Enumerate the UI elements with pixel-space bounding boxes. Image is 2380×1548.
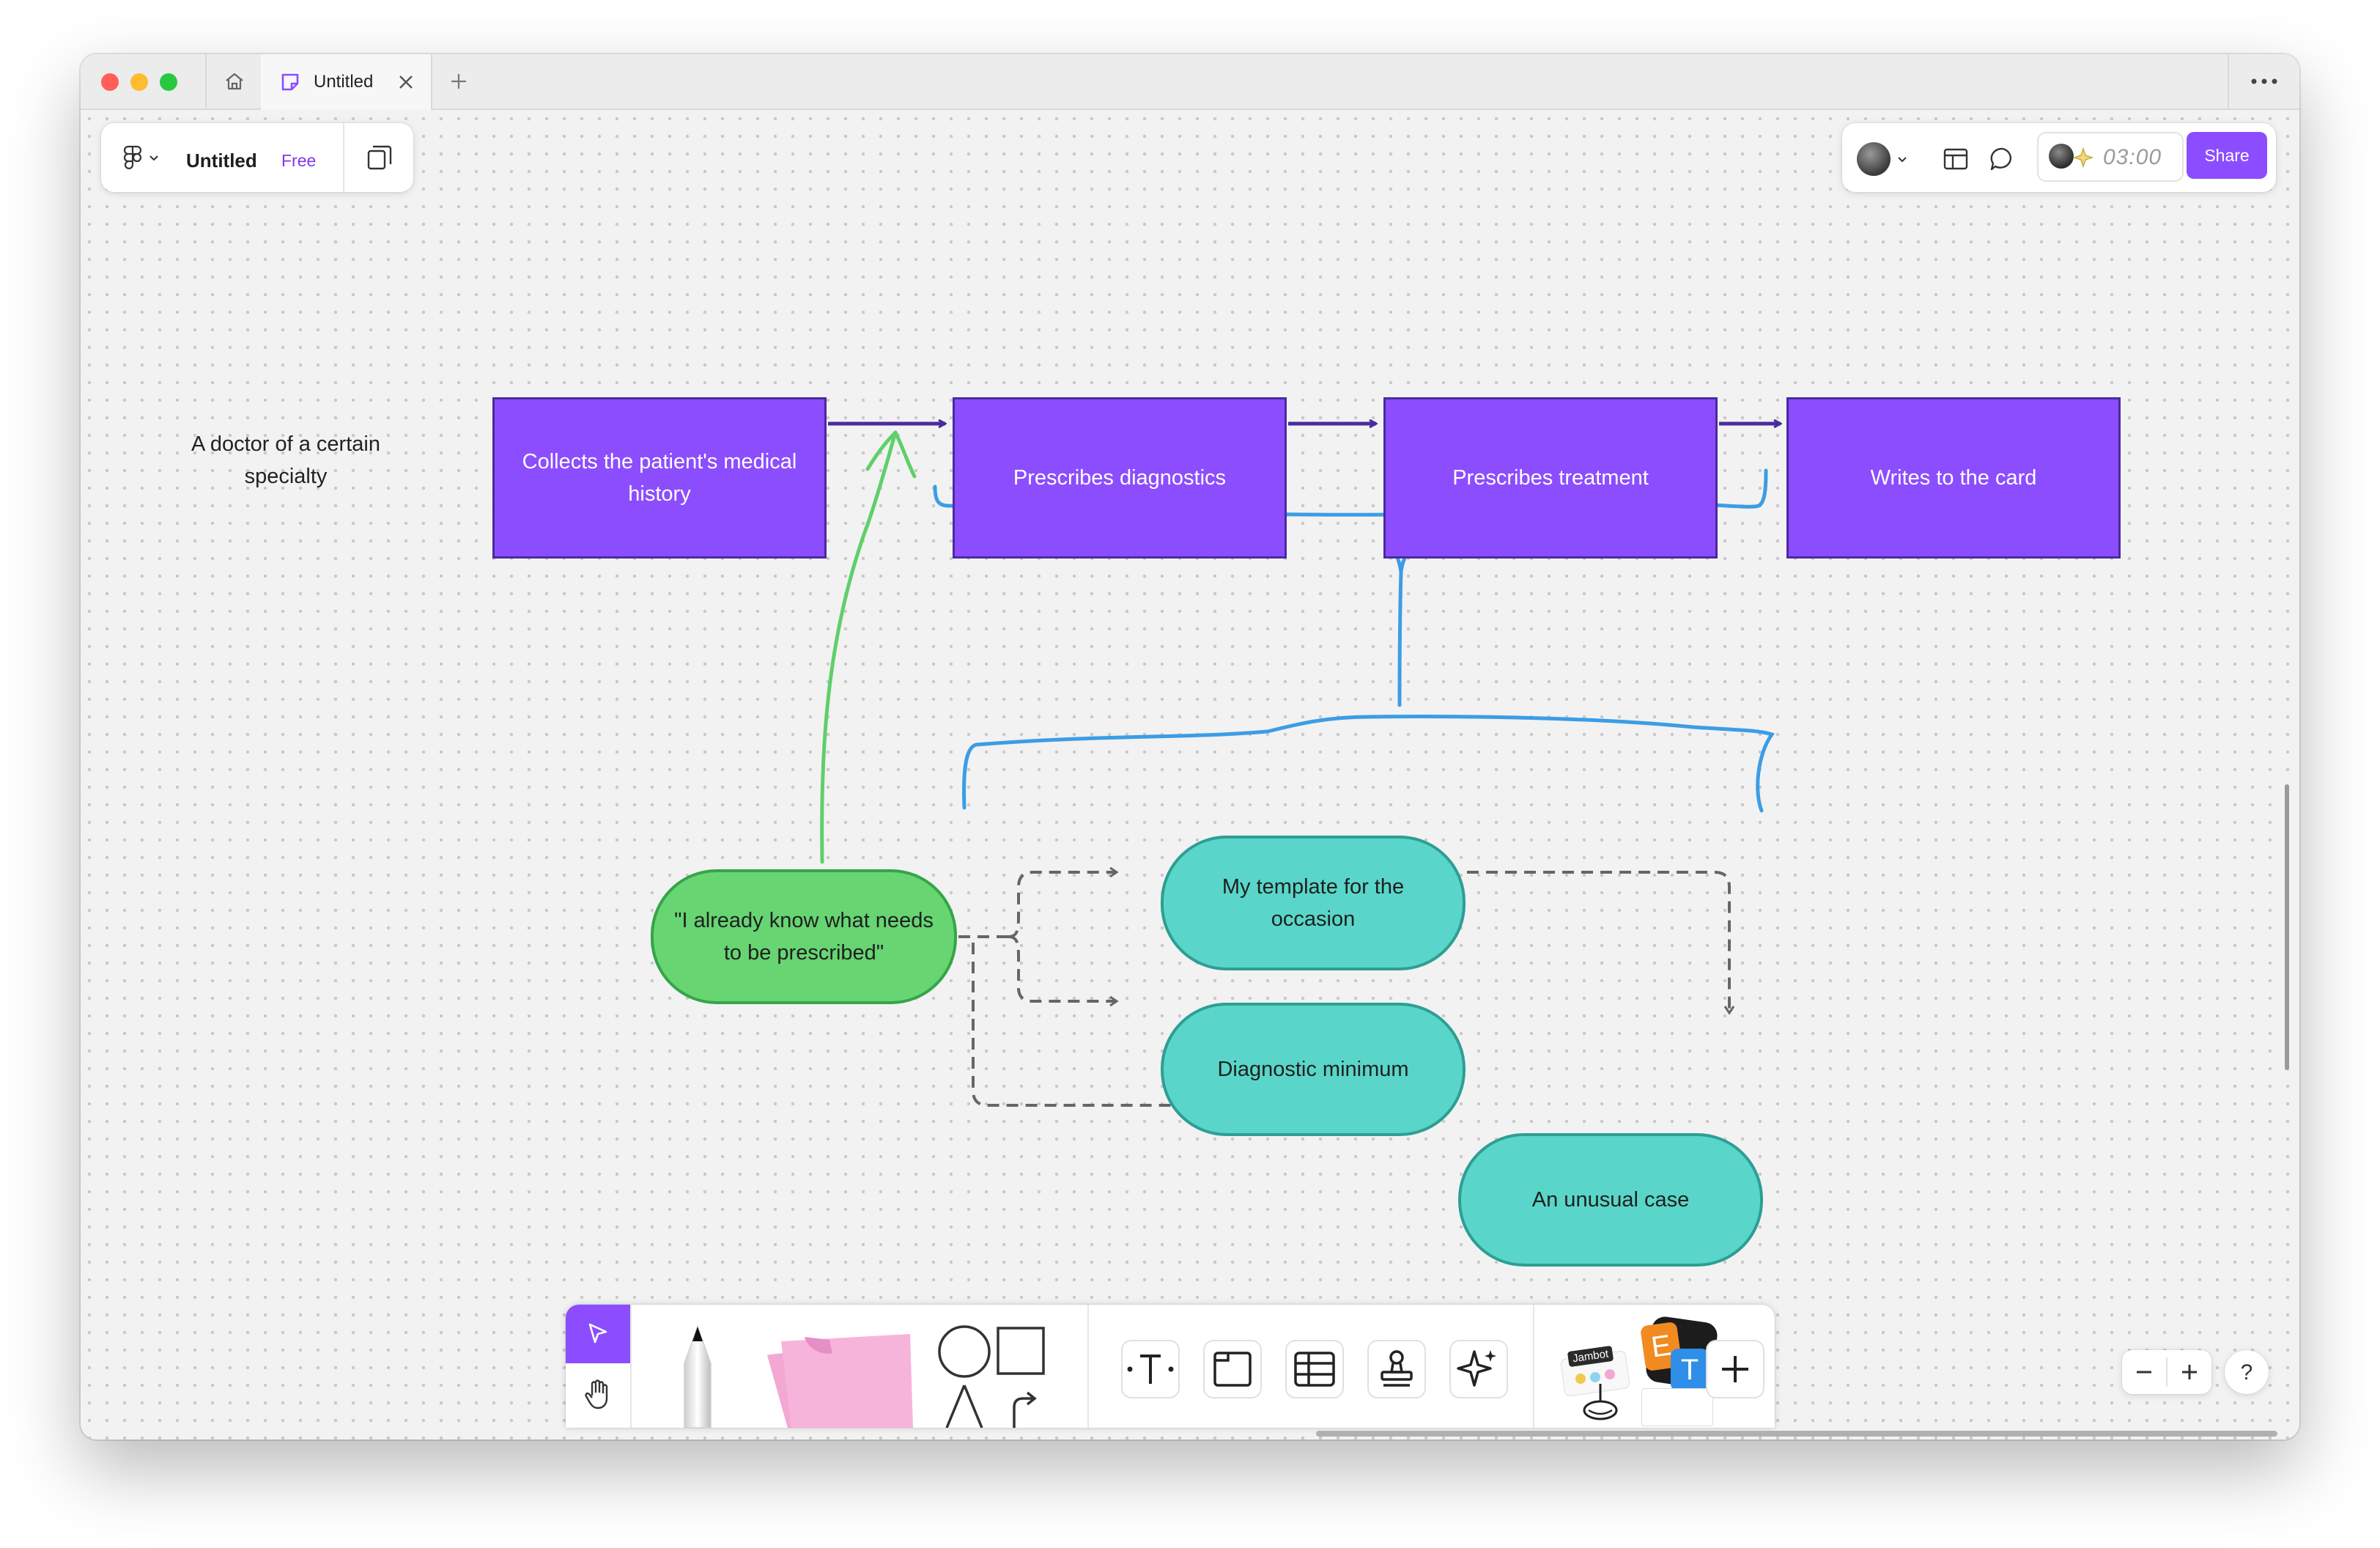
zoom-out-icon[interactable] [2122, 1350, 2166, 1394]
jambot-dot [1575, 1374, 1586, 1384]
jambot-dot [1590, 1372, 1600, 1382]
toolbar-divider [1533, 1305, 1534, 1428]
comment-icon[interactable] [1989, 145, 2017, 173]
section-tool[interactable] [1203, 1340, 1262, 1398]
ai-sparkle-icon [1457, 1350, 1496, 1387]
app-window: Untitled [81, 54, 2299, 1440]
zoom-controls [2122, 1350, 2211, 1394]
jambot-widget[interactable]: Jambot [1559, 1345, 1631, 1423]
ai-tool[interactable] [1449, 1340, 1508, 1398]
hand-tool[interactable] [566, 1365, 630, 1428]
dashed-connector-template[interactable] [1008, 872, 1117, 938]
connectors-layer [820, 110, 2299, 1440]
plus-icon [1722, 1356, 1748, 1382]
figjam-file-icon [281, 73, 299, 91]
close-tab-icon[interactable] [396, 72, 416, 92]
hand-icon [585, 1379, 608, 1409]
blue-sketch-brace-bottom[interactable] [962, 715, 1775, 813]
table-icon [1294, 1352, 1335, 1387]
option-diagnostic-minimum[interactable]: Diagnostic minimum [1161, 1003, 1466, 1136]
plugins[interactable]: Jambot E T [1559, 1315, 1738, 1426]
plan-badge[interactable]: Free [281, 151, 317, 170]
horizontal-scrollbar[interactable] [1316, 1431, 2277, 1437]
et-plugin-blue-tile: T [1671, 1349, 1709, 1391]
blue-sketch-arrow[interactable] [1386, 547, 1435, 707]
toolbar-divider [630, 1305, 632, 1428]
text-tool[interactable] [1121, 1340, 1180, 1398]
option-template[interactable]: My template for the occasion [1161, 836, 1466, 970]
file-panel: Untitled Free [101, 123, 413, 192]
option-unusual-case[interactable]: An unusual case [1458, 1133, 1763, 1267]
pages-icon[interactable] [365, 143, 394, 172]
shapes-icon [938, 1325, 1045, 1428]
jambot-dot [1605, 1369, 1615, 1379]
home-tab[interactable] [205, 54, 264, 108]
shapes-tool[interactable] [932, 1305, 1049, 1428]
more-dots-icon [2251, 78, 2277, 84]
help-button[interactable]: ? [2225, 1350, 2269, 1394]
help-label: ? [2240, 1360, 2253, 1385]
et-plugin[interactable]: E T [1633, 1315, 1721, 1426]
avatar[interactable] [1857, 142, 1891, 176]
figma-logo-icon [123, 145, 142, 169]
select-tool[interactable] [566, 1305, 630, 1363]
title-bar: Untitled [81, 54, 2299, 110]
tab-untitled[interactable]: Untitled [261, 54, 432, 110]
zoom-window-button[interactable] [160, 73, 177, 91]
plus-icon [451, 74, 466, 89]
more-tools[interactable] [1706, 1340, 1764, 1398]
green-sketch-arrow[interactable] [820, 430, 898, 864]
bottom-toolbar: Jambot E T [566, 1305, 1775, 1428]
close-window-button[interactable] [101, 73, 119, 91]
quote-bubble[interactable]: "I already know what needs to be prescri… [651, 869, 957, 1004]
chevron-down-icon[interactable] [1896, 154, 1908, 166]
vertical-scrollbar[interactable] [2285, 784, 2289, 1070]
green-sketch-arrowhead[interactable] [865, 430, 917, 479]
tab-title: Untitled [314, 72, 374, 92]
sticky-note-tool[interactable] [764, 1305, 932, 1428]
new-tab-button[interactable] [431, 54, 487, 108]
zoom-divider [2166, 1357, 2168, 1387]
jambot-character-icon [1583, 1384, 1618, 1420]
timer-display: 03:00 [2103, 145, 2162, 169]
board-canvas[interactable]: Untitled Free [81, 110, 2299, 1440]
panel-divider [343, 123, 344, 192]
sparkle-icon [2072, 147, 2094, 169]
text-icon [1127, 1354, 1174, 1384]
flow-step-history[interactable]: Collects the patient's medical history [492, 397, 827, 559]
dashed-connector-minimum[interactable] [1008, 935, 1117, 1001]
home-icon [226, 73, 243, 90]
toolbar-divider [1087, 1305, 1089, 1428]
header-right-panel: 03:00 Share [1842, 123, 2276, 192]
timer-widget[interactable]: 03:00 [2037, 132, 2184, 182]
flow-step-card[interactable]: Writes to the card [1786, 397, 2121, 559]
table-tool[interactable] [1285, 1340, 1344, 1398]
role-label[interactable]: A doctor of a certain specialty [191, 432, 380, 488]
et-plugin-doc [1641, 1388, 1713, 1426]
share-button[interactable]: Share [2187, 132, 2267, 179]
main-menu-button[interactable] [117, 139, 169, 176]
chevron-down-icon [149, 155, 158, 161]
stamp-icon [1381, 1350, 1413, 1387]
file-title[interactable]: Untitled [186, 150, 257, 172]
flow-step-diagnostics[interactable]: Prescribes diagnostics [953, 397, 1287, 559]
minimize-window-button[interactable] [130, 73, 148, 91]
window-menu-button[interactable] [2228, 54, 2299, 108]
timer-avatar [2049, 144, 2074, 169]
dashed-connector-unusual[interactable] [972, 943, 1451, 1105]
flow-step-treatment[interactable]: Prescribes treatment [1383, 397, 1718, 559]
stamp-tool[interactable] [1367, 1340, 1426, 1398]
section-icon [1213, 1352, 1252, 1387]
pencil-tool[interactable] [661, 1305, 734, 1428]
cursor-icon [588, 1323, 607, 1344]
zoom-in-icon[interactable] [2168, 1350, 2211, 1394]
dashed-connector-template-to-unusual[interactable] [1467, 871, 1729, 1013]
layout-icon[interactable] [1942, 145, 1970, 173]
